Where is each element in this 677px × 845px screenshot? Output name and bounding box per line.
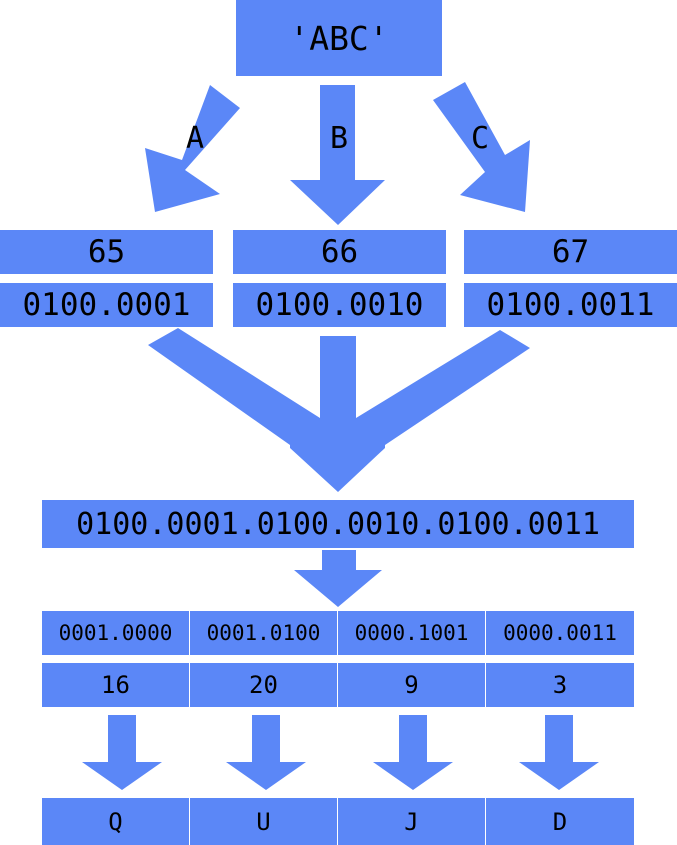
- split-arrow: [294, 550, 382, 607]
- merge-arrow: [148, 328, 530, 492]
- group-binary-box-2: 0001.0100: [190, 611, 337, 655]
- output-arrow-3: [373, 715, 453, 790]
- output-char-box-4: D: [486, 798, 634, 845]
- char-label-c: C: [470, 120, 490, 156]
- group-binary-box-4: 0000.0011: [486, 611, 634, 655]
- group-binary-box-1: 0001.0000: [42, 611, 189, 655]
- arrow-char-b: [290, 85, 385, 225]
- output-arrow-4: [519, 715, 599, 790]
- char-label-b: B: [329, 120, 349, 156]
- char-code-box-c: 67: [464, 230, 677, 274]
- combined-binary-box: 0100.0001.0100.0010.0100.0011: [42, 500, 634, 548]
- group-value-box-1: 16: [42, 663, 189, 707]
- output-char-box-3: J: [338, 798, 485, 845]
- char-binary-box-b: 0100.0010: [233, 283, 446, 327]
- group-binary-box-3: 0000.1001: [338, 611, 485, 655]
- group-value-box-4: 3: [486, 663, 634, 707]
- char-binary-box-c: 0100.0011: [464, 283, 677, 327]
- group-value-box-2: 20: [190, 663, 337, 707]
- group-value-box-3: 9: [338, 663, 485, 707]
- char-label-a: A: [185, 120, 205, 156]
- arrow-char-a: [145, 85, 240, 212]
- char-code-box-a: 65: [0, 230, 213, 274]
- output-arrow-1: [82, 715, 162, 790]
- input-string-box: 'ABC': [236, 0, 442, 76]
- output-char-box-2: U: [190, 798, 337, 845]
- output-char-box-1: Q: [42, 798, 189, 845]
- arrow-char-c: [433, 82, 530, 212]
- output-arrow-2: [226, 715, 306, 790]
- char-binary-box-a: 0100.0001: [0, 283, 213, 327]
- input-string: 'ABC': [289, 18, 389, 58]
- char-code-box-b: 66: [233, 230, 446, 274]
